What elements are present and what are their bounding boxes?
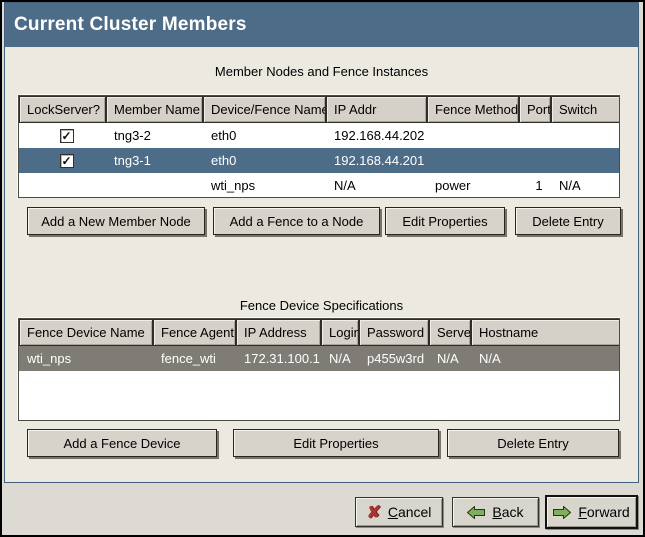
port-cell — [519, 148, 551, 173]
switch-cell — [551, 123, 619, 148]
lockserver-checkbox-checked-icon[interactable]: ✓ — [59, 153, 74, 168]
column-header-lockserver: LockServer? — [19, 96, 106, 123]
member-name-cell: tng3-1 — [114, 153, 151, 168]
device-fence-name-cell: wti_nps — [211, 178, 256, 193]
fence-table-header: Fence Device Name Fence Agent IP Address… — [19, 319, 619, 346]
ip-addr-cell: N/A — [334, 178, 356, 193]
edit-member-properties-button[interactable]: Edit Properties — [385, 207, 505, 235]
cancel-button[interactable]: ✘ Cancel — [355, 497, 443, 527]
column-header-ip-addr: IP Addr — [326, 96, 427, 123]
title-bar: Current Cluster Members — [5, 3, 638, 47]
member-name-cell: tng3-2 — [114, 128, 151, 143]
fence-method-cell — [427, 148, 519, 173]
members-table-header: LockServer? Member Name Device/Fence Nam… — [19, 96, 619, 123]
lockserver-cell: ✓ — [19, 148, 106, 173]
member-row-tng3-2[interactable]: ✓ tng3-2 eth0 192.168.44.202 — [19, 123, 619, 148]
page-title: Current Cluster Members — [14, 14, 247, 35]
ip-address-cell: 172.31.100.1 — [244, 351, 320, 366]
column-header-fence-device-name: Fence Device Name — [19, 319, 153, 346]
member-row-tng3-1-selected[interactable]: ✓ tng3-1 eth0 192.168.44.201 — [19, 148, 619, 173]
lockserver-checkbox-checked-icon[interactable]: ✓ — [59, 128, 74, 143]
column-header-password: Password — [359, 319, 429, 346]
column-header-hostname: Hostname — [471, 319, 619, 346]
device-fence-name-cell: eth0 — [211, 153, 237, 168]
edit-fence-properties-button[interactable]: Edit Properties — [233, 429, 439, 457]
cancel-label: Cancel — [387, 504, 432, 520]
back-label: Back — [492, 504, 524, 520]
fence-devices-table: Fence Device Name Fence Agent IP Address… — [18, 318, 620, 421]
cancel-x-icon: ✘ — [366, 502, 381, 522]
fence-device-row-wti-nps-selected[interactable]: wti_nps fence_wti 172.31.100.1 N/A p455w… — [19, 346, 619, 371]
device-fence-name-cell: eth0 — [211, 128, 237, 143]
fence-device-name-cell: wti_nps — [27, 351, 72, 366]
column-header-login: Login — [321, 319, 359, 346]
add-member-node-button[interactable]: Add a New Member Node — [27, 207, 205, 235]
delete-member-entry-button[interactable]: Delete Entry — [515, 207, 621, 235]
column-header-switch: Switch — [551, 96, 619, 123]
members-table: LockServer? Member Name Device/Fence Nam… — [18, 95, 620, 198]
password-cell: p455w3rd — [367, 351, 425, 366]
login-cell: N/A — [329, 351, 351, 366]
back-arrow-icon — [467, 505, 486, 519]
switch-cell — [551, 148, 619, 173]
fence-table-caption: Fence Device Specifications — [239, 298, 404, 313]
fence-instance-row-wti-nps[interactable]: wti_nps N/A power 1 N/A — [19, 173, 619, 197]
fence-method-cell: power — [435, 178, 471, 193]
column-header-fence-agent: Fence Agent — [153, 319, 236, 346]
forward-button[interactable]: Forward — [545, 495, 638, 529]
port-cell: 1 — [535, 178, 543, 193]
server-cell: N/A — [437, 351, 459, 366]
add-fence-device-button[interactable]: Add a Fence Device — [27, 429, 217, 457]
column-header-server: Server — [429, 319, 471, 346]
add-fence-to-node-button[interactable]: Add a Fence to a Node — [213, 207, 380, 235]
lockserver-cell — [19, 173, 106, 197]
members-table-caption: Member Nodes and Fence Instances — [214, 64, 429, 79]
port-cell — [519, 123, 551, 148]
switch-cell: N/A — [559, 178, 581, 193]
ip-addr-cell: 192.168.44.202 — [334, 128, 425, 143]
ip-addr-cell: 192.168.44.201 — [334, 153, 425, 168]
member-name-cell — [106, 173, 203, 197]
content-panel: Current Cluster Members Member Nodes and… — [4, 2, 639, 483]
fence-agent-cell: fence_wti — [161, 351, 216, 366]
column-header-ip-address: IP Address — [236, 319, 321, 346]
hostname-cell: N/A — [479, 351, 501, 366]
column-header-fence-method: Fence Method — [427, 96, 519, 123]
forward-arrow-icon — [553, 505, 572, 519]
forward-label: Forward — [578, 504, 630, 520]
lockserver-cell: ✓ — [19, 123, 106, 148]
column-header-member-name: Member Name — [106, 96, 203, 123]
back-button[interactable]: Back — [452, 497, 539, 527]
column-header-device-fence-name: Device/Fence Name — [203, 96, 326, 123]
delete-fence-entry-button[interactable]: Delete Entry — [447, 429, 619, 457]
fence-method-cell — [427, 123, 519, 148]
column-header-port: Port — [519, 96, 551, 123]
